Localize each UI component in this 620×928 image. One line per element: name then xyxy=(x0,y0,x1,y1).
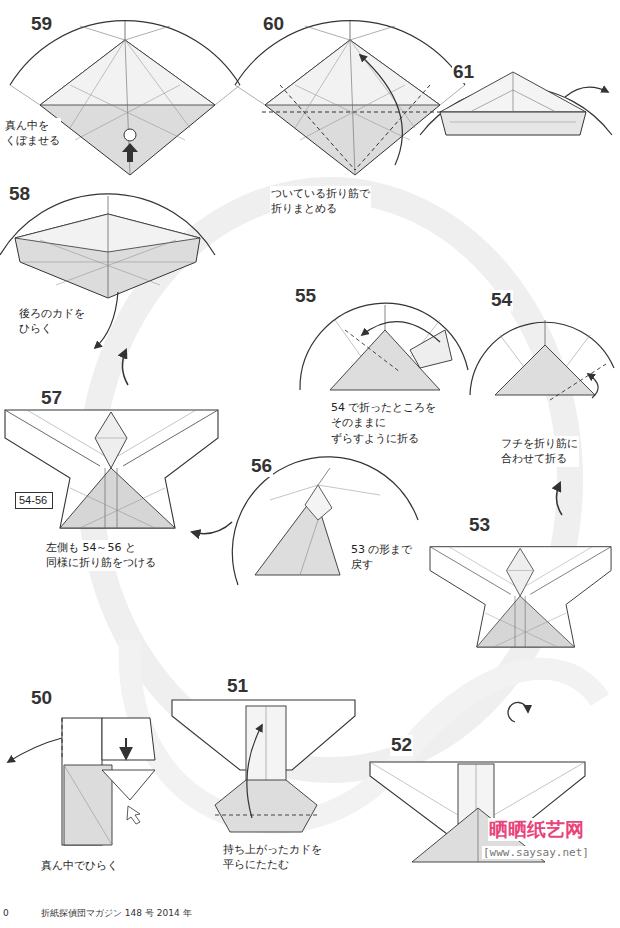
step-number: 52 xyxy=(390,735,413,756)
step-reference-box: 54-56 xyxy=(15,492,53,509)
step-number: 50 xyxy=(30,688,53,709)
instruction-caption: 真ん中を くぼませる xyxy=(4,118,61,149)
instruction-caption: 54 で折ったところを そのままに ずらすように折る xyxy=(330,400,438,446)
instruction-caption: フチを折り筋に 合わせて折る xyxy=(500,436,579,467)
watermark-url: [www.saysay.net] xyxy=(482,846,590,859)
instruction-caption: 53 の形まで 戻す xyxy=(350,542,414,573)
step-number: 53 xyxy=(468,515,491,536)
instruction-caption: 持ち上がったカドを 平らにたたむ xyxy=(222,842,323,873)
instruction-caption: 真ん中でひらく xyxy=(40,858,119,873)
step-number: 59 xyxy=(30,14,53,35)
step-reference: 54-56 xyxy=(19,493,49,508)
instruction-caption: ついている折り筋で 折りまとめる xyxy=(270,186,371,217)
footer-text: 0 xyxy=(2,908,10,919)
watermark: 晒晒纸艺网 xyxy=(488,818,585,841)
footer-text: 折紙探偵団マガジン 148 号 2014 年 xyxy=(40,908,193,919)
instruction-caption: 左側も 54～56 と 同様に折り筋をつける xyxy=(45,540,157,571)
step-number: 54 xyxy=(490,290,513,311)
step-number: 61 xyxy=(452,62,475,83)
step-number: 58 xyxy=(8,184,31,205)
step-number: 57 xyxy=(40,388,63,409)
instruction-caption: 後ろのカドを ひらく xyxy=(18,306,86,337)
step-number: 55 xyxy=(294,286,317,307)
step-number: 51 xyxy=(226,676,249,697)
step-number: 60 xyxy=(262,14,285,35)
step-number: 56 xyxy=(250,456,273,477)
